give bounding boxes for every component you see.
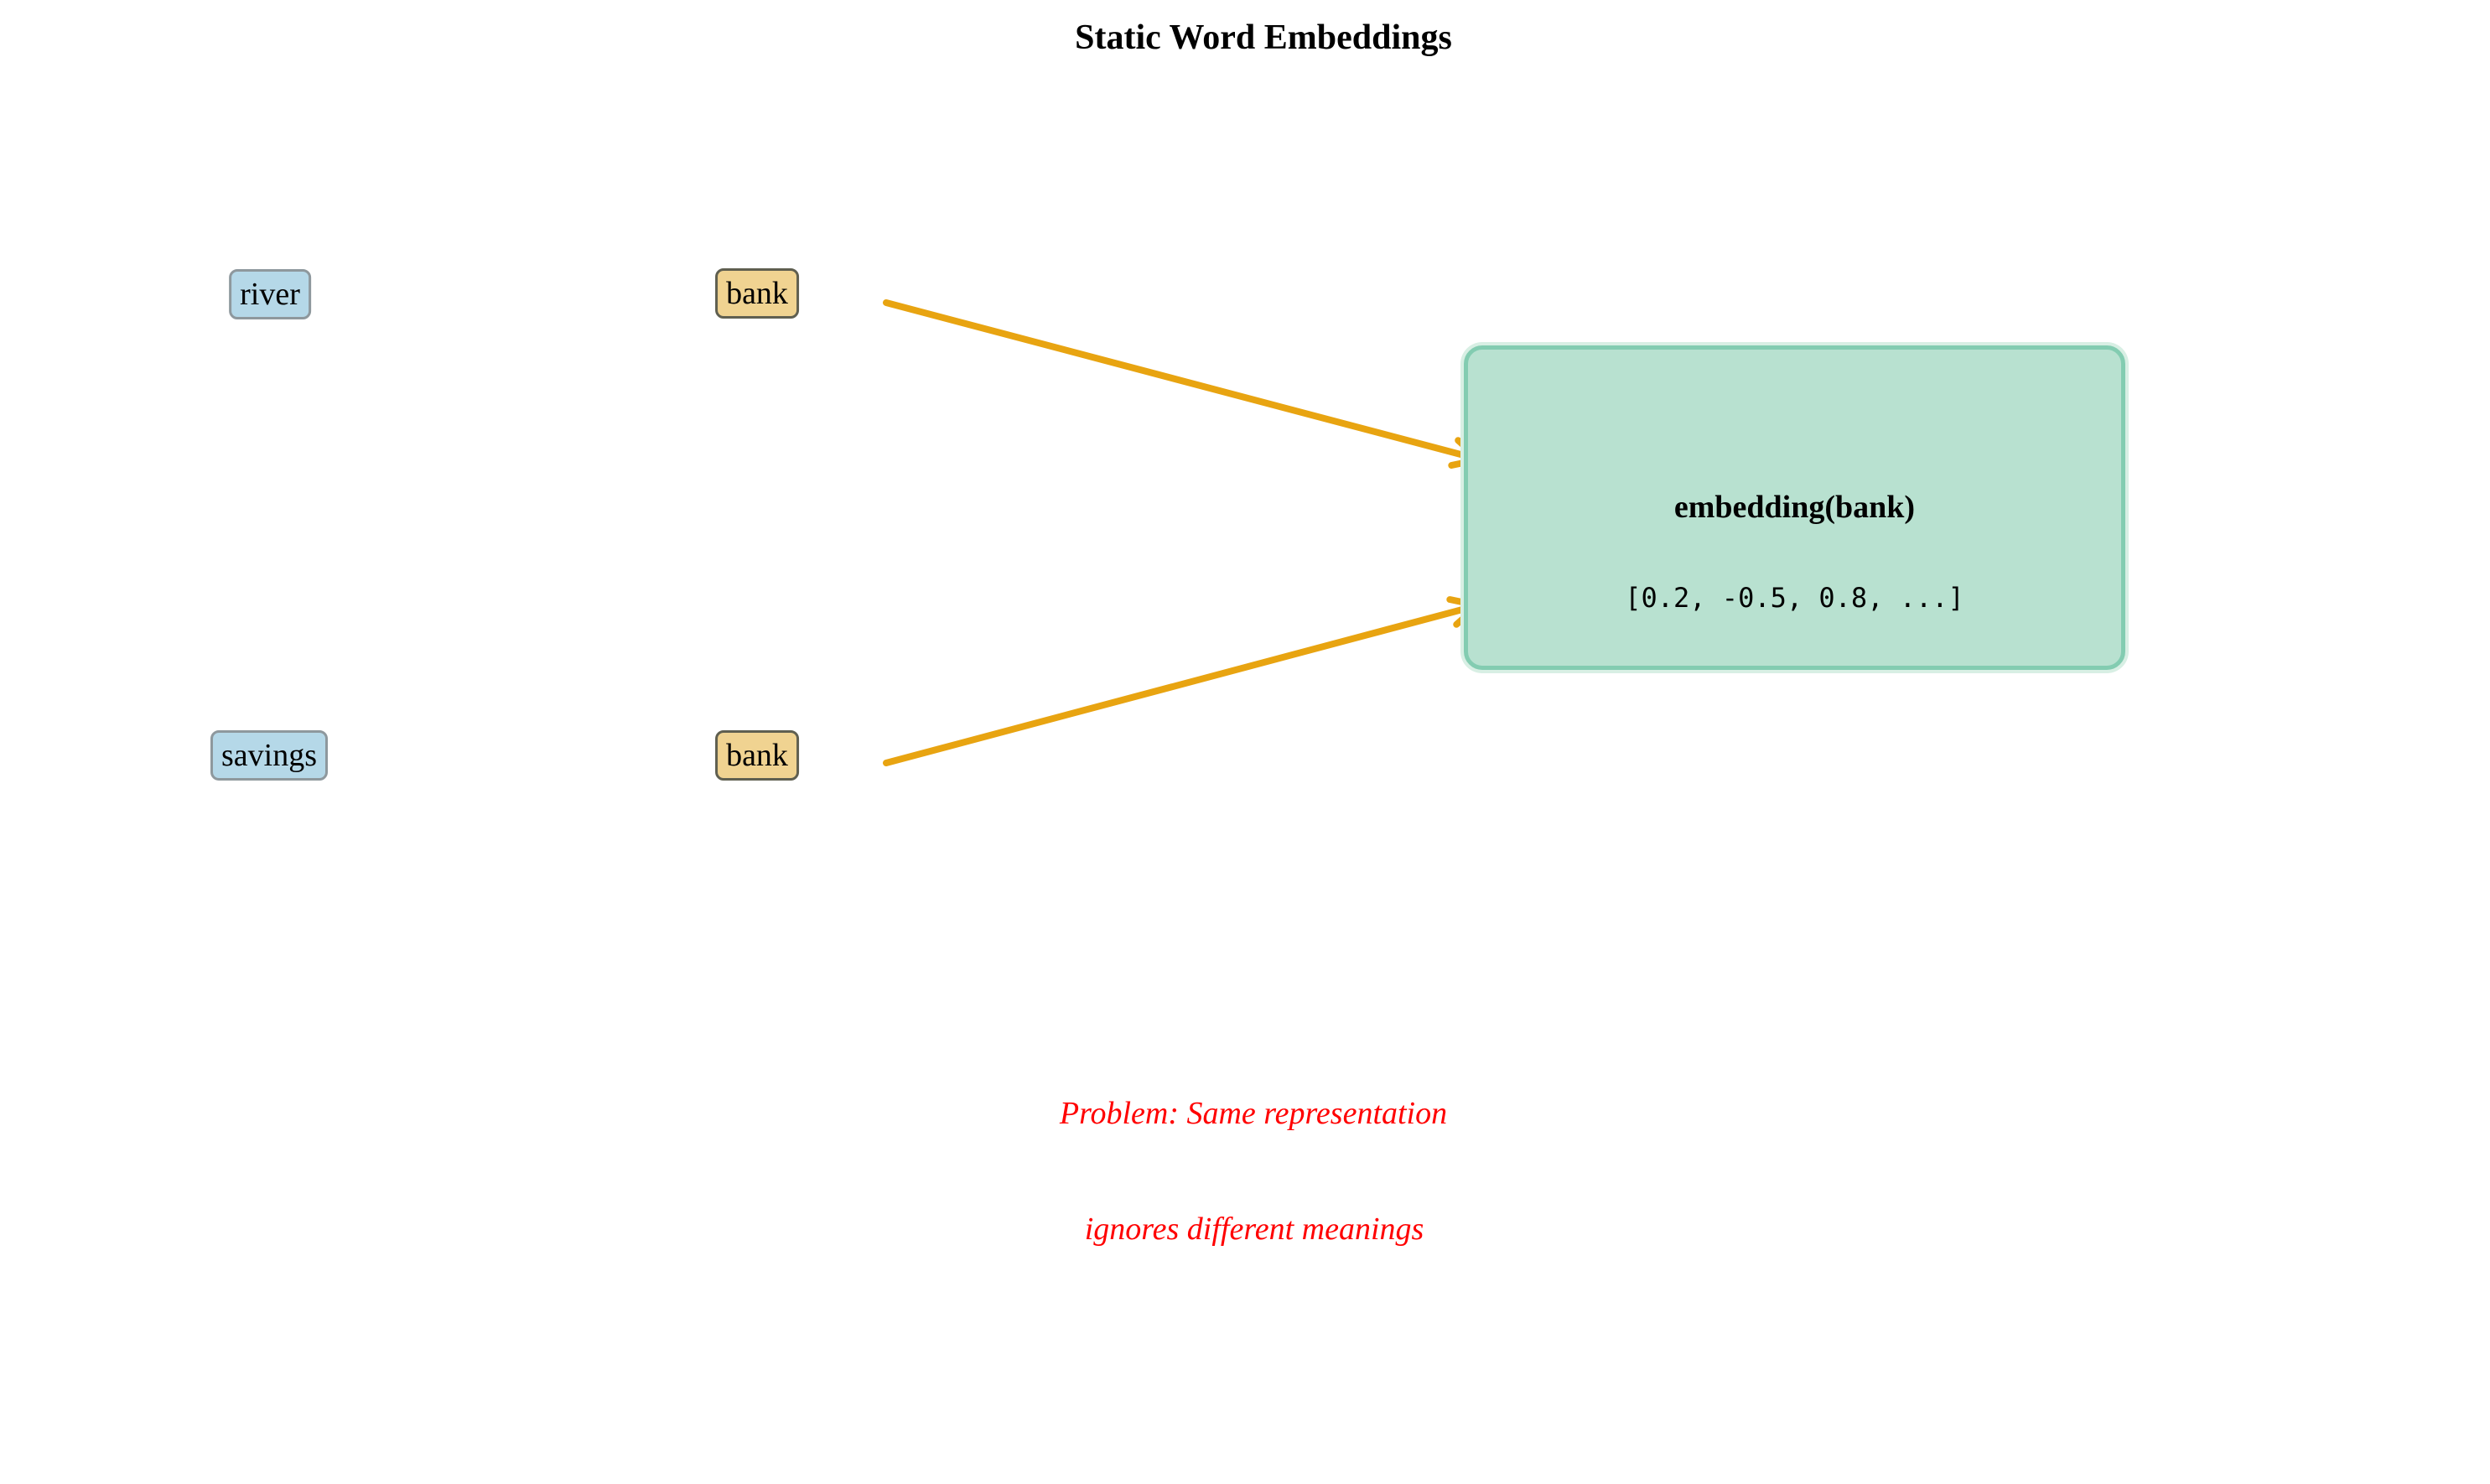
problem-note-line2: ignores different meanings <box>1084 1212 1424 1247</box>
ambiguous-word-box-bank-top: bank <box>715 268 799 319</box>
arrow-bank-bottom-to-embedding <box>883 596 1481 766</box>
context-word-box-river: river <box>229 269 311 319</box>
ambiguous-word-box-bank-bottom: bank <box>715 730 799 781</box>
embedding-label: embedding(bank) <box>1673 490 1916 525</box>
arrow-bank-top-to-embedding <box>883 299 1483 469</box>
embedding-box: embedding(bank) [0.2, -0.5, 0.8, ...] <box>1464 345 2125 670</box>
diagram-title: Static Word Embeddings <box>1075 18 1452 57</box>
context-word-box-savings: savings <box>210 730 328 781</box>
embedding-vector-value: [0.2, -0.5, 0.8, ...] <box>1625 582 1964 614</box>
problem-note-line1: Problem: Same representation <box>1059 1096 1448 1131</box>
